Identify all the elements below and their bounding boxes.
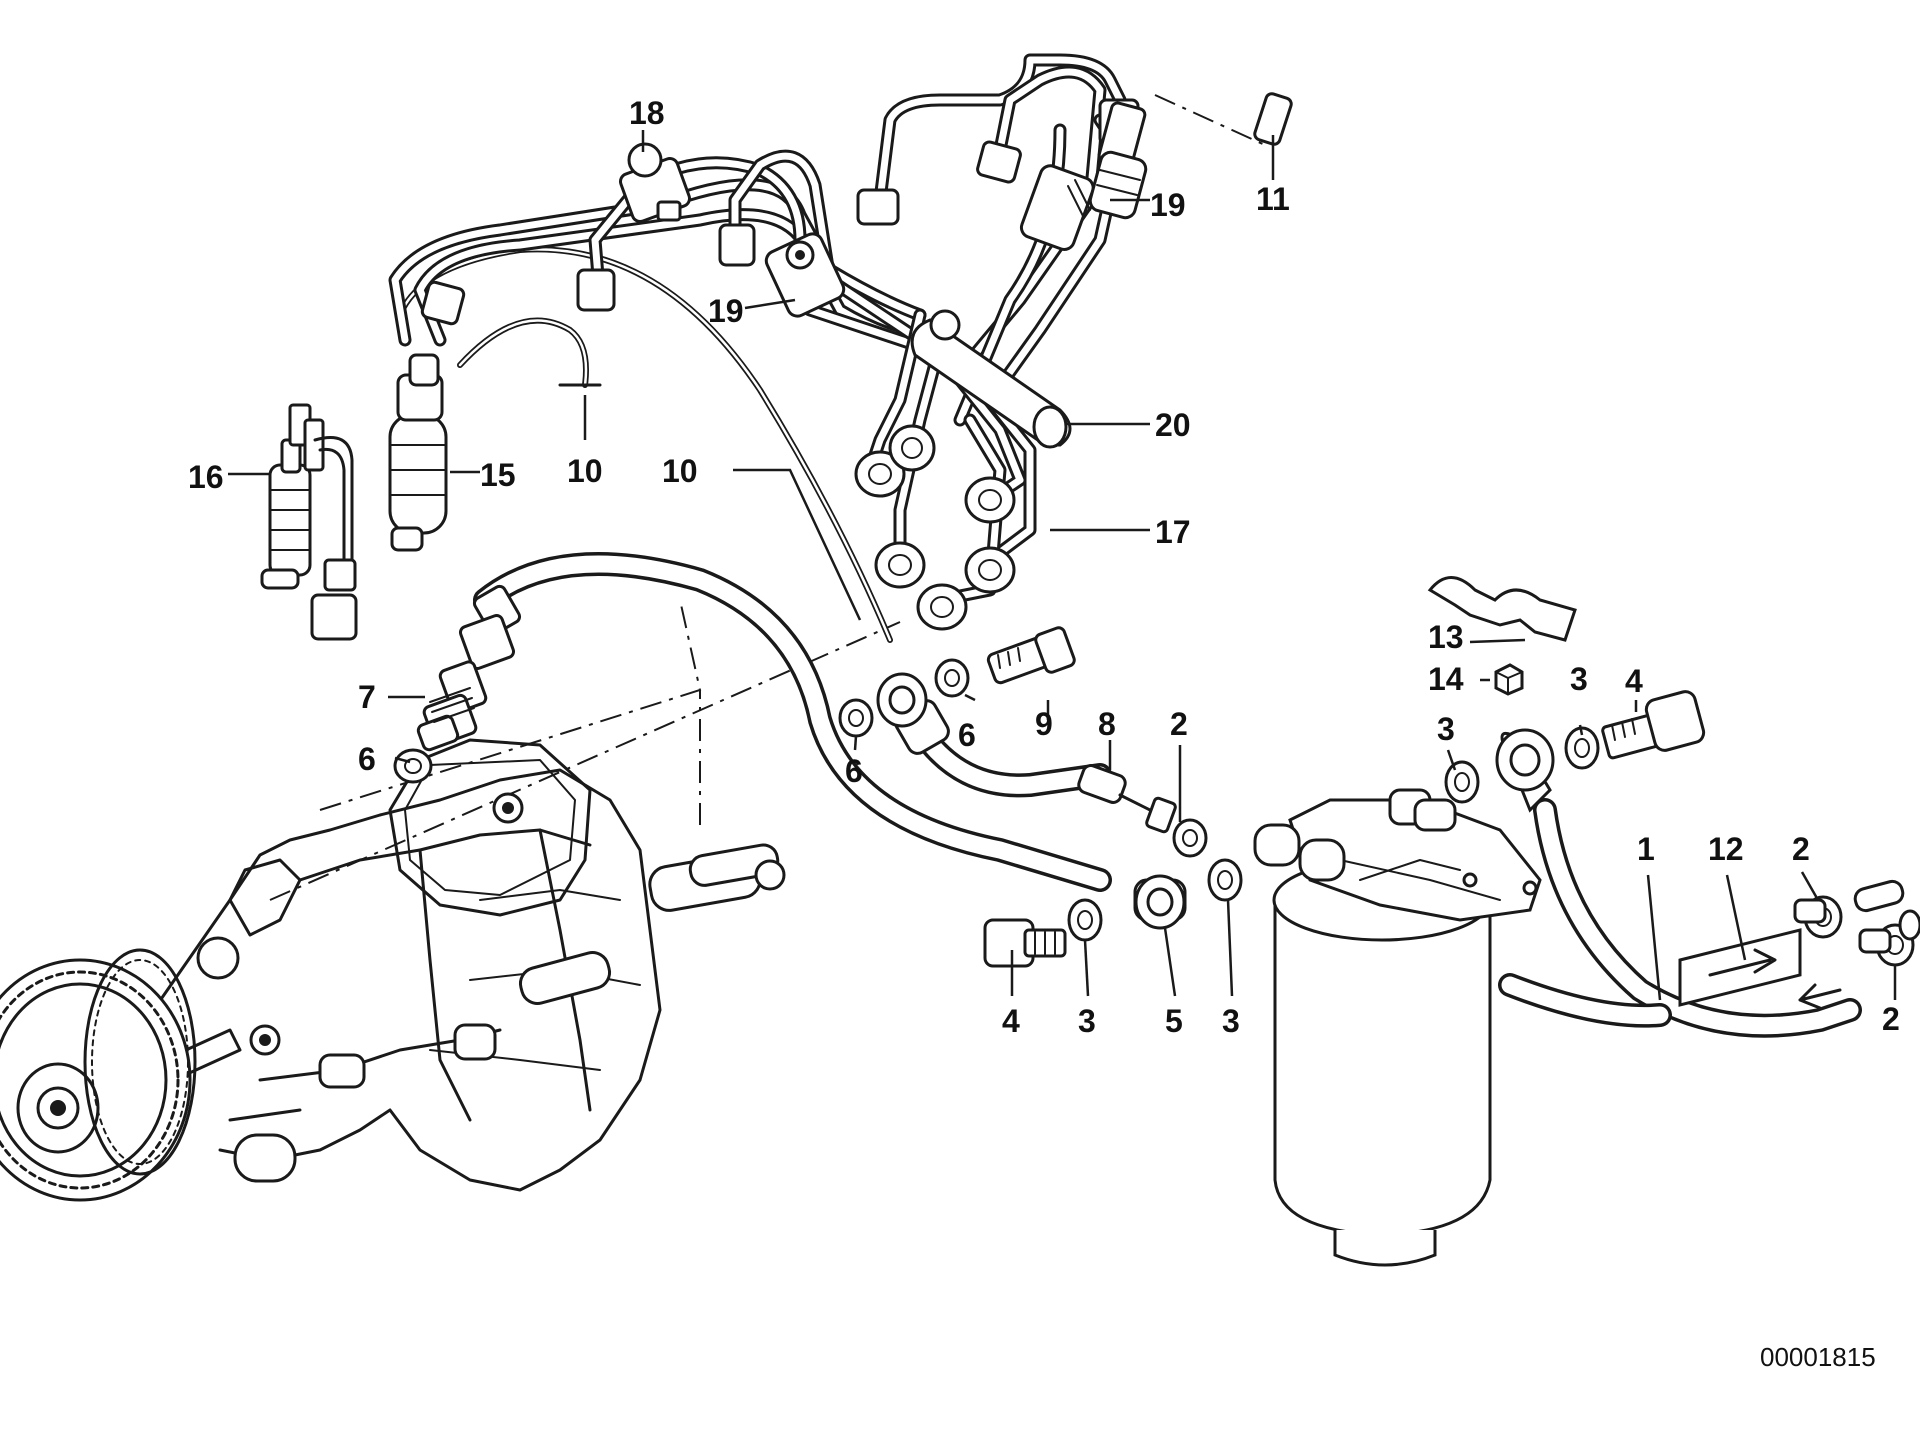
- hose-clamp-right-upper: [1793, 895, 1843, 939]
- overflow-valve: [1077, 764, 1177, 834]
- injection-pipes: [388, 53, 1140, 607]
- banjo-fitting-upper: [1495, 728, 1555, 813]
- banjo-bolt-upper: [1601, 690, 1706, 760]
- callout-2-center: 2: [1170, 706, 1188, 742]
- banjo-fitting-lower: [1133, 874, 1187, 930]
- callout-15: 15: [480, 457, 516, 493]
- fuel-injector: [388, 353, 448, 552]
- leader-lines: [228, 130, 1897, 1001]
- callout-3-bottom-right: 3: [1222, 1003, 1240, 1039]
- callout-3-bottom-left: 3: [1078, 1003, 1096, 1039]
- callout-4-top-right: 4: [1625, 663, 1643, 699]
- delivery-valve-nuts: [854, 424, 1016, 631]
- callout-13: 13: [1428, 619, 1464, 655]
- hollow-bolt-9: [986, 626, 1076, 685]
- fuel-injector-with-sensor: [260, 403, 358, 641]
- pipe-clamp-right: [1019, 164, 1095, 251]
- callout-4-bottom: 4: [1002, 1003, 1020, 1039]
- hose-connector-pipes: [1853, 879, 1920, 941]
- fuel-leak-off-hose-short: [457, 317, 602, 388]
- callout-3-top-right: 3: [1570, 661, 1588, 697]
- fuel-supply-hose: [1498, 798, 1862, 1038]
- pipe-clamp-long: [910, 309, 1072, 449]
- sealing-ring-upper-right: [1564, 726, 1600, 770]
- callout-3-top-left: 3: [1437, 711, 1455, 747]
- callout-6-center: 6: [845, 753, 863, 789]
- callout-11: 11: [1256, 181, 1290, 217]
- banjo-bolt-lower: [983, 918, 1067, 968]
- injection-pump: [118, 738, 786, 1192]
- sealing-ring-lower-right: [1207, 858, 1243, 902]
- hose-bracket: [1427, 576, 1577, 642]
- sealing-ring-lower-left: [1067, 898, 1103, 942]
- callout-2-right-lower: 2: [1882, 1001, 1900, 1037]
- callout-7: 7: [358, 679, 376, 715]
- hollow-screw-fitting: [416, 660, 488, 752]
- callout-10-short: 10: [567, 453, 603, 489]
- injector-top-right: [1088, 101, 1148, 220]
- callout-12: 12: [1708, 831, 1744, 867]
- pipe-clamp-top-left: [619, 142, 691, 223]
- callout-19-left: 19: [708, 293, 744, 329]
- fuel-filter: [1253, 788, 1542, 1267]
- callout-5: 5: [1165, 1003, 1183, 1039]
- hex-nut: [1494, 663, 1524, 696]
- callout-8: 8: [1098, 706, 1116, 742]
- callout-9: 9: [1035, 706, 1053, 742]
- sealing-ring-6-left: [393, 748, 433, 784]
- callout-16: 16: [188, 459, 224, 495]
- fuel-leak-off-line-long: [397, 246, 893, 643]
- sealing-ring-6-center: [838, 698, 874, 738]
- callout-19-right: 19: [1150, 187, 1186, 223]
- sealing-ring-6-right: [934, 658, 970, 698]
- callout-10-long: 10: [662, 453, 698, 489]
- assembly-center-lines: [269, 94, 1266, 901]
- callout-18: 18: [629, 95, 665, 131]
- callout-labels: 18 11 19 19 20 17 16 15 10 10 7 6 6 6 9 …: [188, 95, 1900, 1372]
- callout-1: 1: [1637, 831, 1655, 867]
- fuel-feed-line: [458, 552, 1112, 892]
- callout-17: 17: [1155, 514, 1191, 550]
- banjo-fitting-return: [876, 672, 928, 728]
- hose-sleeve-cap: [1253, 92, 1293, 146]
- pipe-clamp-center: [764, 232, 846, 318]
- timing-gear: [0, 948, 197, 1202]
- document-number: 00001815: [1760, 1342, 1876, 1372]
- hose-clamp-8: [1172, 818, 1208, 858]
- callout-6-right: 6: [958, 717, 976, 753]
- callout-6-left: 6: [358, 741, 376, 777]
- sealing-ring-upper-left: [1444, 760, 1480, 804]
- callout-14: 14: [1428, 661, 1464, 697]
- callout-2-right-upper: 2: [1792, 831, 1810, 867]
- callout-20: 20: [1155, 407, 1191, 443]
